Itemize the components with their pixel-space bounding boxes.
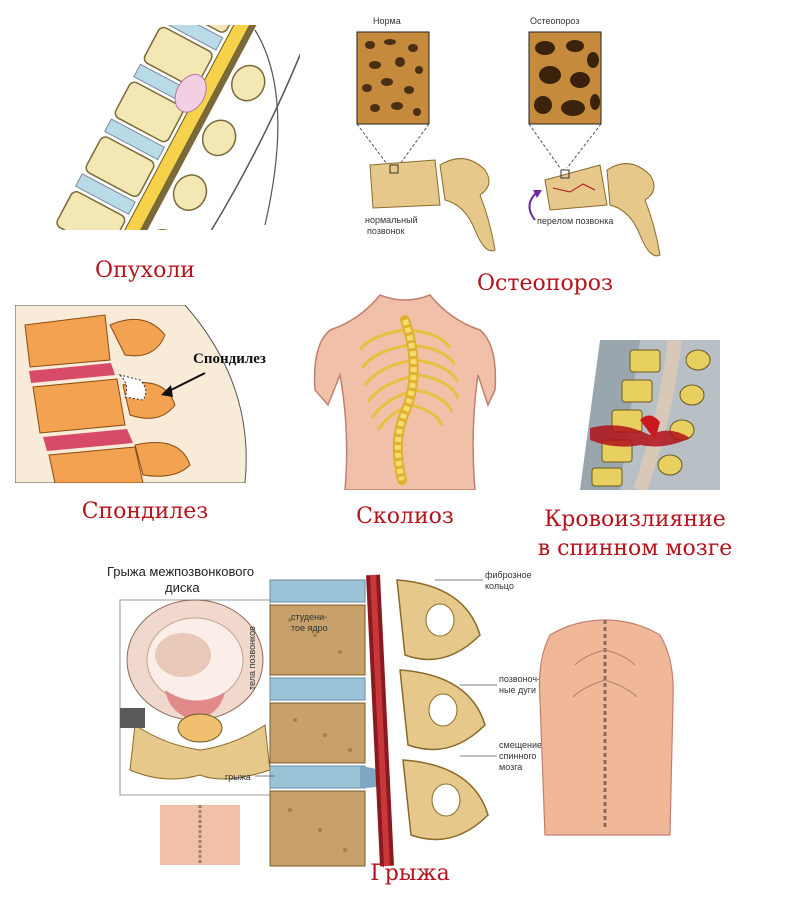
cord-shift-label-2: спинного: [499, 751, 536, 761]
nucleus-label-1: студени-: [291, 612, 327, 622]
caption-hernia: Грыжа: [370, 861, 450, 886]
nucleus-label-2: тое ядро: [291, 623, 328, 633]
spondylosis-illustration: Спондилез: [15, 305, 295, 483]
caption-hemorrhage-line2: в спинном мозге: [537, 536, 733, 561]
osteoporosis-illustration: Норма Остеопороз нормальный позвонок: [345, 10, 685, 265]
normal-vertebra-line1: нормальный: [365, 215, 418, 225]
hernia-title-line1: Грыжа межпозвонкового: [107, 564, 254, 579]
caption-hemorrhage-line1: Кровоизлияние: [544, 507, 726, 532]
fibrous-ring-label-2: кольцо: [485, 581, 514, 591]
vertebral-arches-label-1: позвоноч-: [499, 674, 540, 684]
caption-tumors: Опухоли: [95, 258, 195, 283]
fracture-label: перелом позвонка: [537, 216, 613, 226]
vertebral-bodies-label: тела позвонков: [247, 626, 257, 690]
cord-shift-label-3: мозга: [499, 762, 522, 772]
normal-label: Норма: [373, 16, 401, 26]
tumor-illustration: [45, 25, 300, 230]
hernia-label: грыжа: [225, 772, 251, 782]
normal-vertebra-line2: позвонок: [367, 226, 405, 236]
scoliosis-illustration: [310, 290, 500, 490]
spondylosis-callout: Спондилез: [193, 351, 266, 367]
hernia-illustration: Грыжа межпозвонкового диска: [105, 560, 685, 868]
caption-spondylosis: Спондилез: [81, 499, 209, 524]
osteoporosis-label: Остеопороз: [530, 16, 579, 26]
hernia-title-line2: диска: [165, 580, 200, 595]
caption-scoliosis: Сколиоз: [356, 504, 454, 529]
fibrous-ring-label-1: фиброзное: [485, 570, 532, 580]
hemorrhage-illustration: [580, 340, 720, 490]
cord-shift-label-1: смещение: [499, 740, 542, 750]
vertebral-arches-label-2: ные дуги: [499, 685, 536, 695]
